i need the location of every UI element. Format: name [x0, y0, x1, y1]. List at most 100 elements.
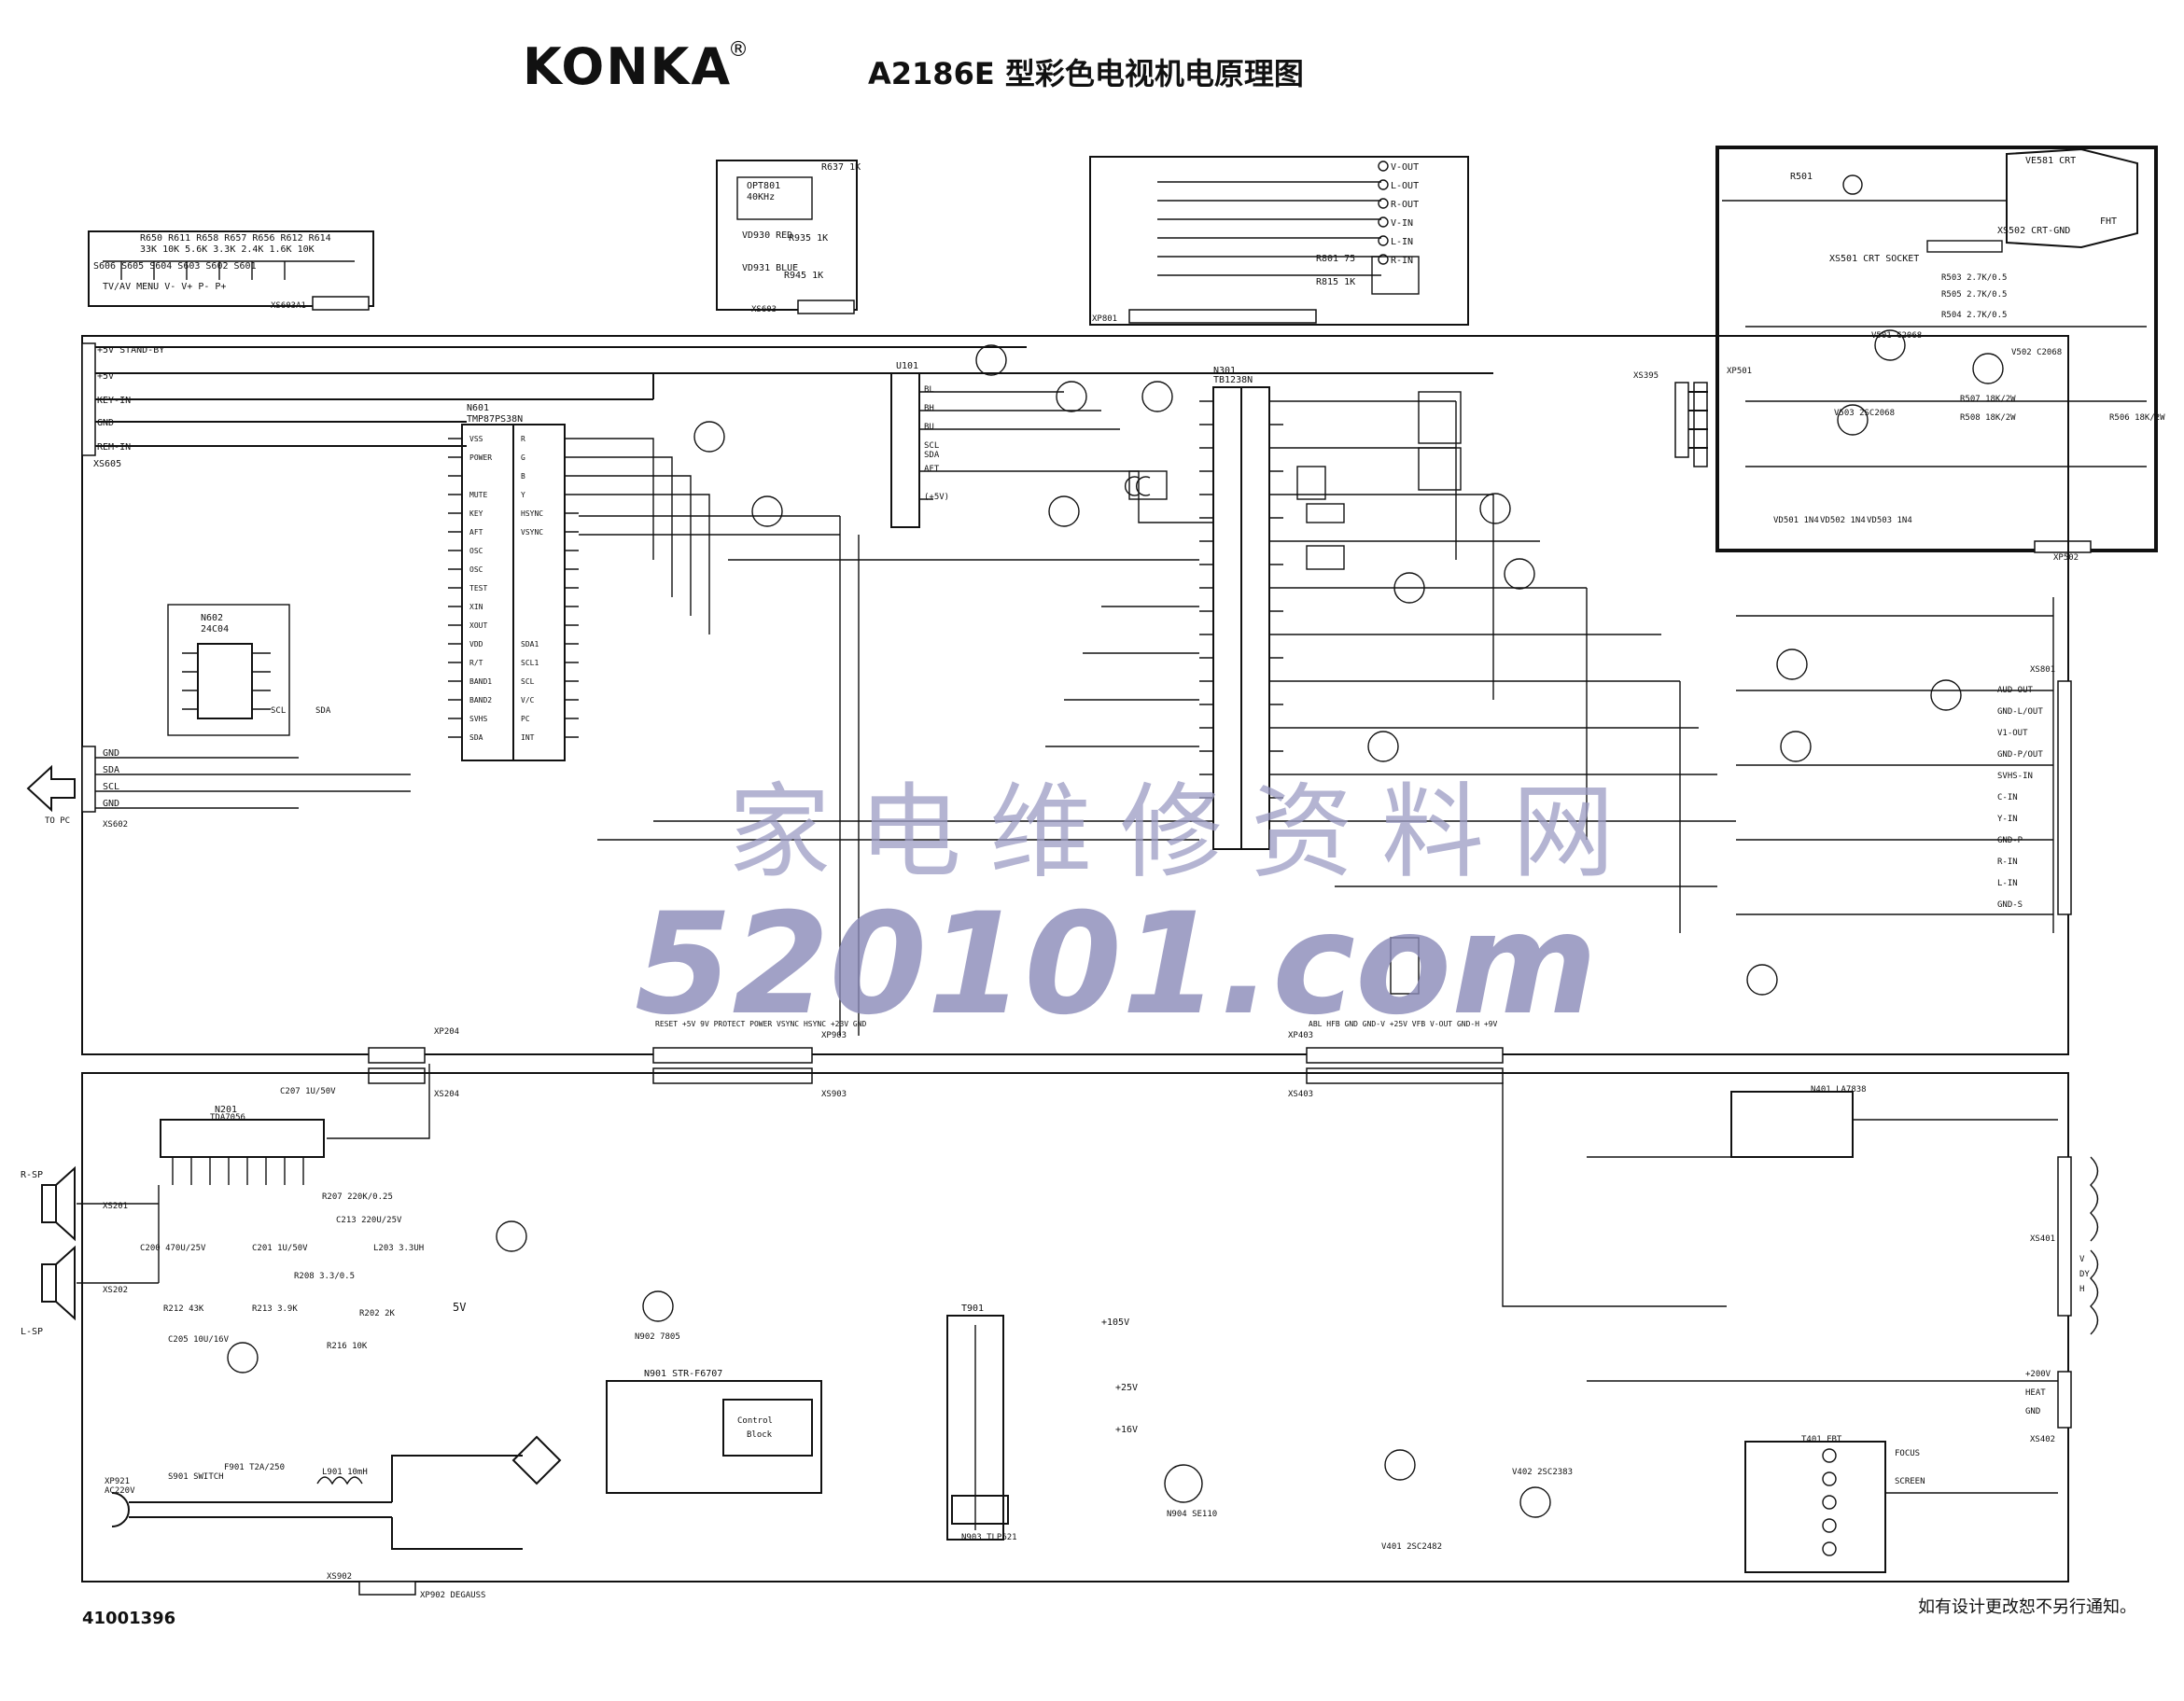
watermark-cn: 家电维修资料网: [728, 773, 1643, 892]
svg-text:TMP87PS38N: TMP87PS38N: [467, 414, 523, 425]
svg-text:GND: GND: [103, 748, 119, 759]
speaker-left-icon: [41, 1245, 76, 1321]
xs605-connector: +5V STAND-BY +5V KEY-IN GND REM-IN XS605: [81, 342, 164, 469]
drawing-number: 41001396: [82, 1609, 175, 1628]
svg-text:R-SP: R-SP: [21, 1170, 43, 1180]
svg-text:XS402: XS402: [2030, 1435, 2055, 1444]
svg-text:SDA: SDA: [315, 706, 331, 716]
svg-text:TB1238N: TB1238N: [1213, 375, 1253, 385]
xs395-connector: XS395: [1633, 371, 1708, 458]
svg-text:N301: N301: [1213, 366, 1236, 376]
svg-text:XS902: XS902: [327, 1572, 352, 1582]
svg-text:XS501 CRT SOCKET: XS501 CRT SOCKET: [1829, 254, 1919, 264]
svg-text:S901 SWITCH: S901 SWITCH: [168, 1472, 224, 1482]
svg-text:R212 43K: R212 43K: [163, 1304, 204, 1314]
svg-text:RESET +5V 9V PROTECT POWER VSY: RESET +5V 9V PROTECT POWER VSYNC HSYNC +…: [655, 1020, 867, 1028]
svg-text:KEY-IN: KEY-IN: [97, 396, 131, 406]
svg-text:T401 FBT: T401 FBT: [1801, 1435, 1842, 1444]
svg-text:R-IN: R-IN: [1391, 256, 1413, 266]
svg-text:XS201: XS201: [103, 1202, 128, 1211]
svg-text:+5V: +5V: [97, 371, 114, 382]
svg-text:R202 2K: R202 2K: [359, 1309, 396, 1318]
svg-text:24C04: 24C04: [201, 624, 229, 634]
svg-text:V1-OUT: V1-OUT: [1997, 729, 2028, 738]
svg-text:R/T: R/T: [469, 659, 483, 667]
svg-text:R216 10K: R216 10K: [327, 1342, 368, 1351]
svg-text:R504 2.7K/0.5: R504 2.7K/0.5: [1941, 311, 2007, 320]
svg-text:TDA7056: TDA7056: [210, 1113, 245, 1122]
svg-text:Block: Block: [747, 1430, 773, 1440]
footer-note: 如有设计更改恕不另行通知。: [1918, 1597, 2136, 1617]
svg-text:L901 10mH: L901 10mH: [322, 1468, 368, 1477]
watermark: 家电维修资料网 520101.com: [635, 773, 1643, 1046]
svg-text:SDA: SDA: [103, 765, 119, 775]
svg-text:N201: N201: [215, 1105, 237, 1115]
svg-text:INT: INT: [521, 733, 535, 742]
svg-text:33K 10K 5.6K 3.3K 2.4K 1.6K: 33K 10K 5.6K 3.3K 2.4K 1.6K 10K: [140, 244, 315, 255]
svg-text:N601: N601: [467, 403, 489, 413]
svg-text:G: G: [521, 453, 525, 462]
svg-text:VD930 RED: VD930 RED: [742, 230, 792, 241]
ac-plug-icon: [111, 1492, 149, 1527]
svg-text:HEAT: HEAT: [2025, 1388, 2046, 1398]
svg-text:(+5V): (+5V): [924, 493, 949, 502]
svg-text:XS502 CRT-GND: XS502 CRT-GND: [1997, 226, 2070, 236]
svg-text:XS605: XS605: [93, 459, 121, 469]
svg-text:TV/AV MENU V- V+ P- P+: TV/AV MENU V- V+ P- P+: [103, 282, 226, 292]
svg-text:V: V: [2079, 1255, 2085, 1264]
svg-text:FHT: FHT: [2100, 216, 2117, 227]
svg-text:BAND2: BAND2: [469, 696, 492, 704]
svg-text:XP903: XP903: [821, 1031, 847, 1040]
speaker-right-icon: [41, 1165, 76, 1242]
svg-text:L-IN: L-IN: [1391, 237, 1413, 247]
deflection-section: N401 LA7838 T401 FBT FOCUS SCREEN V401 2…: [1381, 1082, 2099, 1573]
brand-logo: KONKA: [523, 37, 732, 96]
svg-text:SCL: SCL: [271, 706, 286, 716]
svg-text:V402 2SC2383: V402 2SC2383: [1512, 1468, 1573, 1477]
svg-text:H: H: [2079, 1285, 2084, 1294]
svg-text:OPT801: OPT801: [747, 181, 780, 191]
svg-text:F901 T2A/250: F901 T2A/250: [224, 1463, 285, 1472]
svg-text:AFT: AFT: [469, 528, 483, 537]
svg-text:N401 LA7838: N401 LA7838: [1811, 1085, 1867, 1094]
svg-text:+25V: +25V: [1115, 1383, 1138, 1393]
svg-text:C201 1U/50V: C201 1U/50V: [252, 1244, 308, 1253]
svg-text:+200V: +200V: [2025, 1370, 2051, 1379]
svg-text:R505 2.7K/0.5: R505 2.7K/0.5: [1941, 290, 2007, 300]
svg-text:VD501 1N4: VD501 1N4: [1773, 516, 1819, 525]
svg-text:R935 1K: R935 1K: [789, 233, 828, 244]
svg-text:N903 TLP621: N903 TLP621: [961, 1533, 1017, 1542]
svg-text:V503 2SC2068: V503 2SC2068: [1834, 409, 1895, 418]
svg-text:R508 18K/2W: R508 18K/2W: [1960, 413, 2016, 423]
svg-text:R506 18K/2W: R506 18K/2W: [2109, 413, 2165, 423]
svg-text:MUTE: MUTE: [469, 491, 487, 499]
svg-text:VE581 CRT: VE581 CRT: [2025, 156, 2076, 166]
svg-text:XP502: XP502: [2053, 553, 2079, 563]
svg-text:R650 R611 R658 R657 R656 R612: R650 R611 R658 R657 R656 R612 R614: [140, 233, 331, 244]
lower-board-frame: [81, 1072, 2069, 1582]
svg-text:BH: BH: [924, 404, 934, 413]
svg-text:BAND1: BAND1: [469, 677, 492, 686]
svg-text:+5V STAND-BY: +5V STAND-BY: [97, 345, 164, 356]
svg-text:C213 220U/25V: C213 220U/25V: [336, 1216, 402, 1225]
svg-text:REM-IN: REM-IN: [97, 442, 131, 453]
svg-text:N602: N602: [201, 613, 223, 623]
svg-text:GND-P/OUT: GND-P/OUT: [1997, 750, 2043, 760]
svg-text:R637 1K: R637 1K: [821, 162, 861, 173]
svg-text:R207 220K/0.25: R207 220K/0.25: [322, 1192, 393, 1202]
svg-text:N904 SE110: N904 SE110: [1167, 1510, 1217, 1519]
svg-text:OSC: OSC: [469, 565, 483, 574]
registered-mark: ®: [728, 38, 749, 62]
svg-text:R: R: [521, 435, 525, 443]
svg-text:SVHS: SVHS: [469, 715, 487, 723]
svg-text:R208 3.3/0.5: R208 3.3/0.5: [294, 1272, 355, 1281]
svg-text:L203 3.3UH: L203 3.3UH: [373, 1244, 424, 1253]
svg-text:XS395: XS395: [1633, 371, 1659, 381]
svg-text:R501: R501: [1790, 172, 1813, 182]
svg-text:N901 STR-F6707: N901 STR-F6707: [644, 1369, 722, 1379]
svg-text:C200 470U/25V: C200 470U/25V: [140, 1244, 206, 1253]
svg-text:Y: Y: [521, 491, 525, 499]
svg-text:XP204: XP204: [434, 1027, 459, 1037]
audio-section: N201 TDA7056 R-SP L-SP XS201 XS202 C207 …: [21, 1064, 527, 1373]
svg-text:POWER: POWER: [469, 453, 492, 462]
